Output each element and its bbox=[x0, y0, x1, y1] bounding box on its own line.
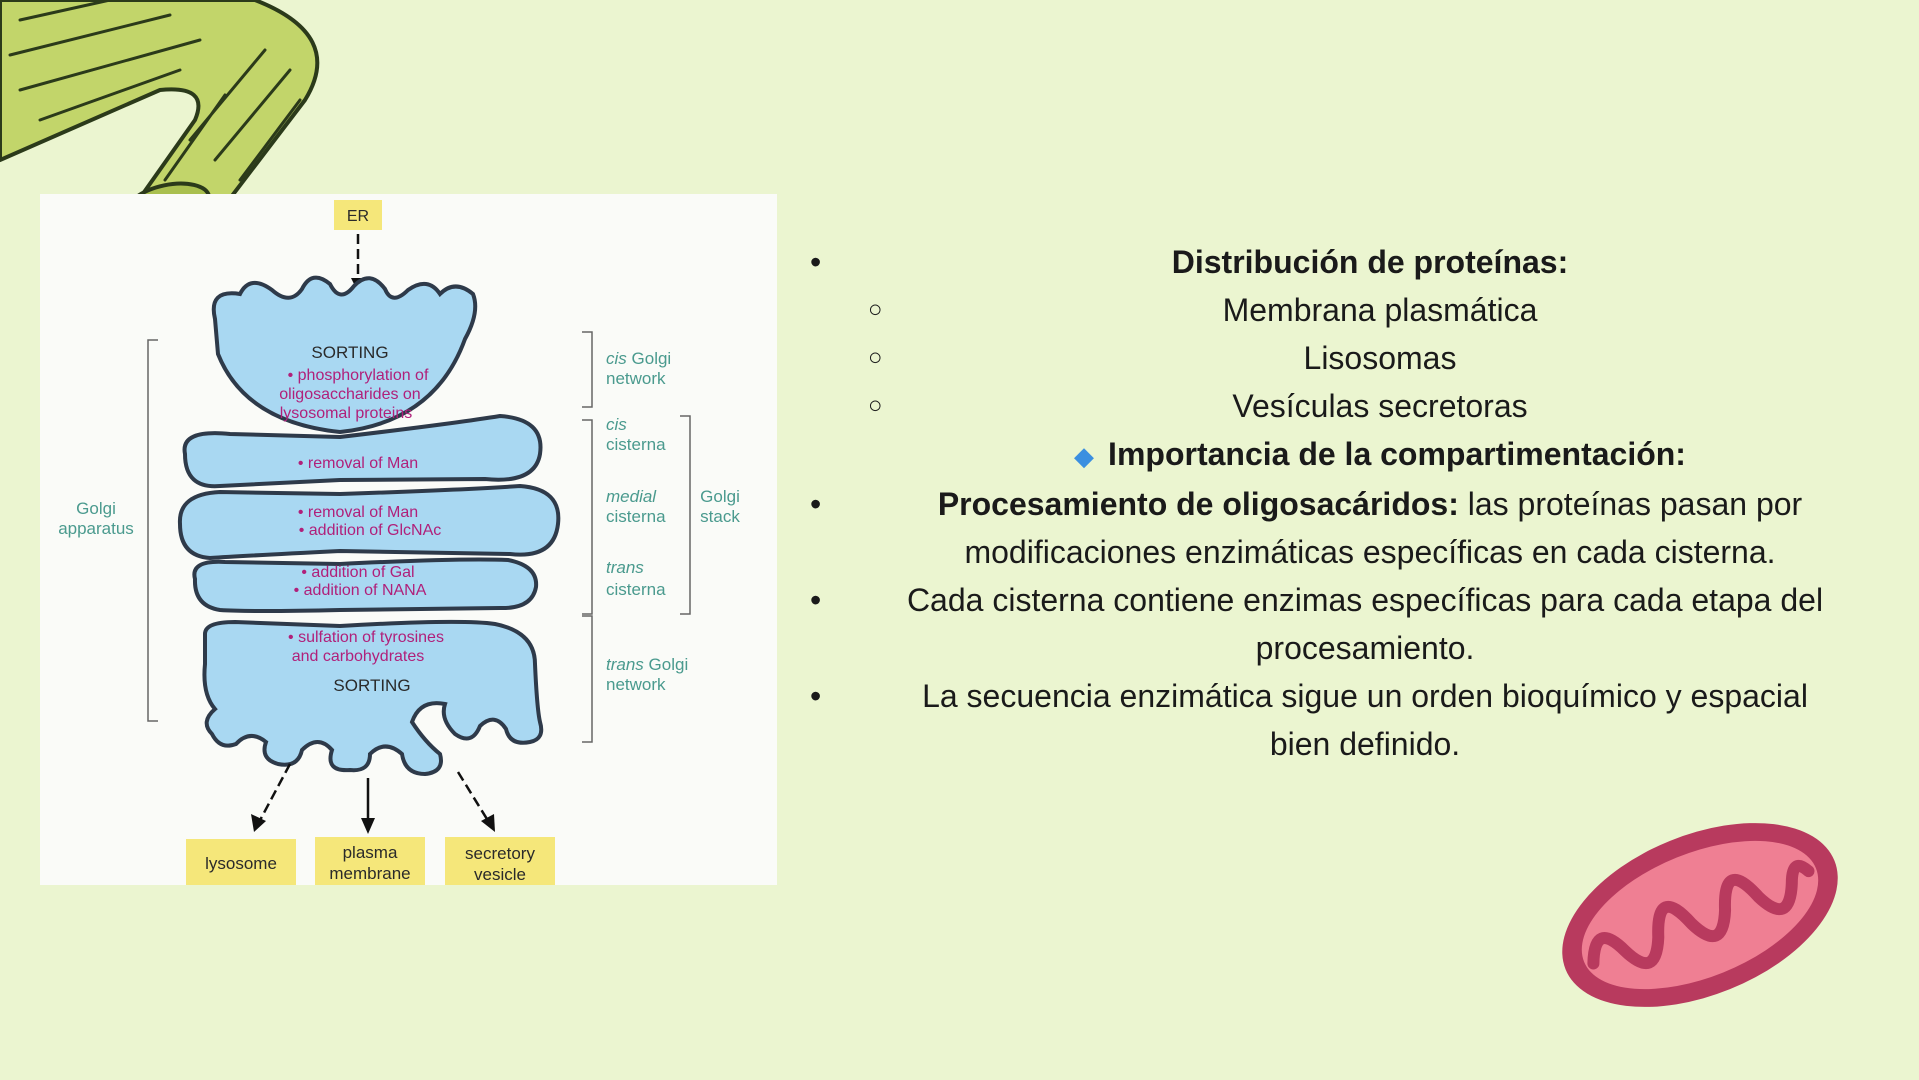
sorting-top-label: SORTING bbox=[311, 343, 388, 362]
tgn-text-1: • sulfation of tyrosines bbox=[288, 629, 444, 646]
mitochondrion-decoration bbox=[1562, 823, 1838, 1007]
medial-text-1: • removal of Man bbox=[298, 504, 418, 521]
lysosome-label: lysosome bbox=[205, 854, 277, 873]
golgi-apparatus-label-1: Golgi bbox=[76, 499, 116, 518]
er-label: ER bbox=[347, 208, 369, 225]
medial-cisterna-label: medial bbox=[606, 487, 657, 506]
sub-item-2: Lisosomas bbox=[1303, 340, 1457, 376]
sub-item-row: ○ Membrana plasmática bbox=[800, 286, 1900, 334]
distribution-row: • Distribución de proteínas: bbox=[800, 238, 1900, 286]
trans-text-2: • addition of NANA bbox=[294, 582, 427, 599]
cis-golgi-network-label-2: network bbox=[606, 369, 666, 388]
sub-item-3: Vesículas secretoras bbox=[1232, 388, 1528, 424]
cis-network-text-1: • phosphorylation of bbox=[288, 367, 429, 384]
item4-line1: La secuencia enzimática sigue un orden b… bbox=[922, 678, 1808, 714]
cis-cisterna-text: • removal of Man bbox=[298, 455, 418, 472]
medial-cisterna-shape bbox=[177, 483, 561, 561]
cis-golgi-network-shape bbox=[211, 275, 478, 435]
plasma-membrane-box bbox=[315, 837, 425, 885]
importance-row: ◆ Importancia de la compartimentación: bbox=[800, 430, 1900, 480]
plasma-label-2: membrane bbox=[329, 864, 410, 883]
er-box bbox=[334, 200, 382, 230]
trans-cisterna-label: trans bbox=[606, 558, 644, 577]
item4-line2: bien definido. bbox=[1269, 726, 1461, 762]
bullet-circle: ○ bbox=[868, 296, 883, 323]
bullet-dot: • bbox=[810, 244, 822, 280]
processing-row: • Procesamiento de oligosacáridos: las p… bbox=[800, 480, 1900, 576]
cis-golgi-network-label: cis Golgi bbox=[606, 349, 671, 368]
trans-golgi-network-label: trans Golgi bbox=[606, 655, 688, 674]
trans-cisterna-label-2: cisterna bbox=[606, 580, 666, 599]
processing-bold: Procesamiento de oligosacáridos: bbox=[937, 486, 1459, 522]
bullet-dot: • bbox=[810, 678, 822, 714]
content-panel: • Distribución de proteínas: ○ Membrana … bbox=[800, 238, 1900, 768]
bullet-dot: • bbox=[810, 486, 822, 522]
bullet-circle: ○ bbox=[868, 392, 883, 419]
sub-item-row: ○ Lisosomas bbox=[800, 334, 1900, 382]
golgi-apparatus-label-2: apparatus bbox=[58, 519, 134, 538]
bullet-circle: ○ bbox=[868, 344, 883, 371]
tgn-text-2: and carbohydrates bbox=[292, 648, 425, 665]
medial-text-2: • addition of GlcNAc bbox=[299, 522, 442, 539]
processing-line2: modificaciones enzimáticas específicas e… bbox=[964, 534, 1776, 570]
secretory-vesicle-box bbox=[445, 837, 555, 885]
plasma-label-1: plasma bbox=[343, 843, 398, 862]
trans-golgi-network-label-2: network bbox=[606, 675, 666, 694]
item3-line1: Cada cisterna contiene enzimas específic… bbox=[906, 582, 1824, 618]
bullet-dot: • bbox=[810, 582, 822, 618]
sorting-bottom-label: SORTING bbox=[333, 676, 410, 695]
item3-line2: procesamiento. bbox=[1255, 630, 1475, 666]
item4-row: • La secuencia enzimática sigue un orden… bbox=[800, 672, 1900, 768]
cis-cisterna-label: cis bbox=[606, 415, 627, 434]
trans-cisterna-shape bbox=[192, 557, 539, 613]
item3-row: • Cada cisterna contiene enzimas específ… bbox=[800, 576, 1900, 672]
secretory-label-1: secretory bbox=[465, 844, 535, 863]
trans-text-1: • addition of Gal bbox=[301, 564, 414, 581]
importance-heading: Importancia de la compartimentación: bbox=[1108, 436, 1686, 472]
diamond-icon: ◆ bbox=[1074, 441, 1095, 471]
processing-rest: las proteínas pasan por bbox=[1458, 486, 1803, 522]
golgi-figure: ER Golgi apparatus SORTING • phosphoryla… bbox=[40, 194, 777, 885]
distribution-heading: Distribución de proteínas: bbox=[1171, 244, 1569, 280]
cis-network-text-3: lysosomal proteins bbox=[280, 405, 413, 422]
golgi-stack-label-1: Golgi bbox=[700, 487, 740, 506]
cis-cisterna-label-2: cisterna bbox=[606, 435, 666, 454]
medial-cisterna-label-2: cisterna bbox=[606, 507, 666, 526]
golgi-stack-label-2: stack bbox=[700, 507, 740, 526]
sub-item-row: ○ Vesículas secretoras bbox=[800, 382, 1900, 430]
sub-item-1: Membrana plasmática bbox=[1222, 292, 1538, 328]
lysosome-box bbox=[186, 839, 296, 885]
secretory-label-2: vesicle bbox=[474, 865, 526, 884]
trans-golgi-network-shape bbox=[202, 619, 544, 777]
cis-network-text-2: oligosaccharides on bbox=[279, 386, 420, 403]
cis-cisterna-shape bbox=[182, 413, 543, 489]
